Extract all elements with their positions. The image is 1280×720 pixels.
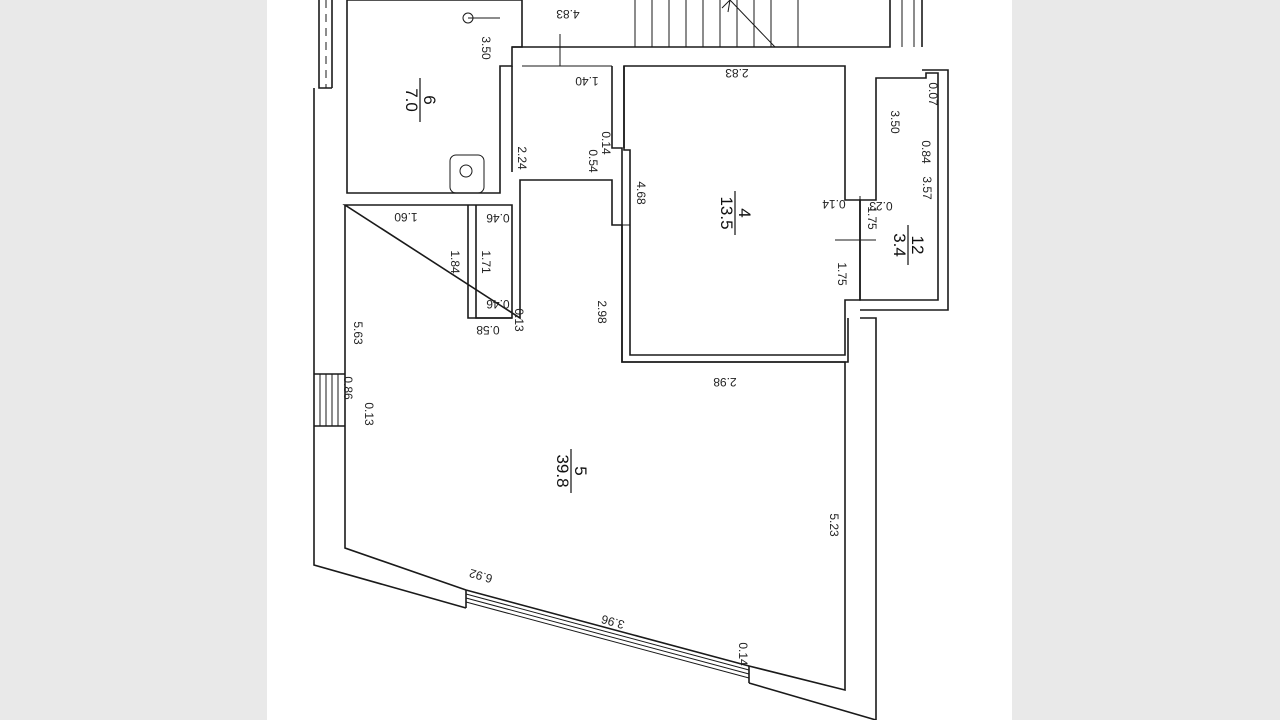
room-12-outer bbox=[860, 69, 949, 311]
staircase bbox=[634, 0, 923, 48]
dim-label: 1.84 bbox=[448, 250, 462, 274]
dim-label: 2.98 bbox=[713, 375, 737, 389]
dim-label: 5.23 bbox=[827, 513, 841, 537]
dim-label: 2.98 bbox=[595, 300, 609, 324]
room-6-fixture-sink bbox=[449, 154, 485, 194]
dim-label: 5.63 bbox=[351, 321, 365, 345]
room-12-label: 12 3.4 bbox=[890, 225, 927, 265]
dim-label: 6.92 bbox=[467, 566, 494, 586]
left-door bbox=[314, 373, 345, 427]
room-4-outline bbox=[623, 65, 861, 356]
dim-label: 0.46 bbox=[486, 297, 510, 311]
dim-label: 0.86 bbox=[341, 376, 355, 400]
dim-label: 0.14 bbox=[822, 197, 846, 211]
dim-label: 3.50 bbox=[479, 36, 493, 60]
dim-label: 0.54 bbox=[586, 149, 600, 173]
room-5-area: 39.8 bbox=[553, 454, 572, 487]
dim-label: 0.07 bbox=[926, 82, 940, 106]
dim-label: 4.83 bbox=[556, 7, 580, 21]
dim-label: 0.46 bbox=[486, 211, 510, 225]
dashed-partition bbox=[318, 0, 332, 89]
dim-label: 0.23 bbox=[869, 199, 893, 213]
room-5-label: 5 39.8 bbox=[553, 449, 590, 493]
room-12-area: 3.4 bbox=[890, 233, 909, 257]
dim-label: 3.57 bbox=[920, 176, 934, 200]
dim-label: 1.40 bbox=[575, 74, 599, 88]
room-4-label: 4 13.5 bbox=[717, 191, 754, 235]
room-6-fixture-drain bbox=[459, 164, 473, 178]
dim-label: 1.60 bbox=[394, 210, 418, 224]
dim-label: 4.68 bbox=[634, 181, 648, 205]
dim-label: 1.75 bbox=[835, 262, 849, 286]
room-6-fixture-circle bbox=[462, 12, 474, 24]
dim-label: 2.24 bbox=[515, 146, 529, 170]
dim-label: 3.50 bbox=[888, 110, 902, 134]
balcony-window bbox=[465, 590, 750, 683]
room-4-area: 13.5 bbox=[717, 196, 736, 229]
dim-label: 0.84 bbox=[919, 140, 933, 164]
room-12-outline bbox=[859, 72, 939, 301]
room-6-area: 7.0 bbox=[402, 88, 421, 112]
dim-label: 0.13 bbox=[512, 308, 526, 332]
dim-label: 1.71 bbox=[479, 250, 493, 274]
room-5-outline bbox=[342, 179, 846, 692]
room-6-label: 6 7.0 bbox=[402, 78, 439, 122]
outer-wall-right bbox=[860, 317, 877, 720]
room-5-number: 5 bbox=[571, 466, 590, 475]
room-12-number: 12 bbox=[908, 236, 927, 255]
outer-wall-left-lower bbox=[313, 88, 467, 609]
room-4-number: 4 bbox=[735, 208, 754, 217]
dim-label: 2.83 bbox=[725, 66, 749, 80]
dim-label: 0.58 bbox=[476, 323, 500, 337]
dim-label: 0.14 bbox=[599, 131, 613, 155]
floor-plan-sheet bbox=[267, 0, 1012, 720]
dim-label: 1.75 bbox=[865, 206, 879, 230]
dim-label: 3.96 bbox=[599, 612, 626, 632]
room-5-niche bbox=[475, 205, 512, 319]
dim-label: 0.14 bbox=[736, 642, 750, 666]
outer-wall-bottom-right bbox=[748, 682, 877, 720]
room-6-number: 6 bbox=[420, 95, 439, 104]
dim-label: 0.13 bbox=[362, 402, 376, 426]
